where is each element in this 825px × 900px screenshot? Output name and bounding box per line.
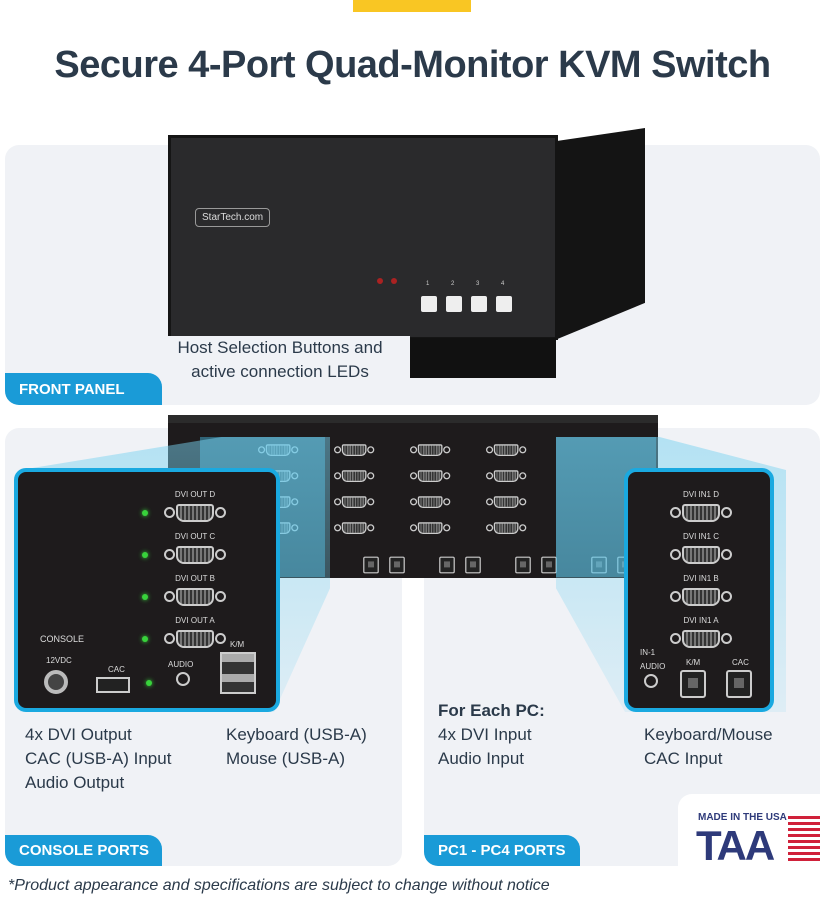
cac-usb-port xyxy=(96,677,130,693)
dvi-port xyxy=(486,469,527,483)
cac-usb-b-port xyxy=(726,670,752,698)
pc-km-label: K/M xyxy=(686,658,701,667)
audio-jack xyxy=(644,674,658,688)
front-caption-line1: Host Selection Buttons and xyxy=(177,338,383,357)
feature-audio-input: Audio Input xyxy=(438,749,525,768)
led-indicator xyxy=(142,636,148,642)
port-label: DVI OUT B xyxy=(175,574,215,583)
usb-b-port xyxy=(389,556,405,574)
host-select-button-3[interactable] xyxy=(471,296,487,312)
dvi-port xyxy=(410,469,451,483)
disclaimer: *Product appearance and specifications a… xyxy=(8,877,550,894)
feature-dvi-output: 4x DVI Output xyxy=(25,725,132,744)
led-indicator xyxy=(377,278,383,284)
dvi-port xyxy=(164,628,226,650)
in-label: IN-1 xyxy=(640,648,656,657)
host-number: 4 xyxy=(501,281,505,287)
feature-cac-input: CAC Input xyxy=(644,749,723,768)
feature-keyboard: Keyboard (USB-A) xyxy=(226,725,367,744)
feature-mouse: Mouse (USB-A) xyxy=(226,749,346,768)
dvi-port xyxy=(334,443,375,457)
feature-cac-input: CAC (USB-A) Input xyxy=(25,749,172,768)
taa-badge: MADE IN THE USA TAA xyxy=(678,794,820,869)
port-label: DVI OUT D xyxy=(174,490,216,499)
led-indicator xyxy=(142,510,148,516)
port-label: DVI OUT C xyxy=(174,532,216,541)
audio-label: AUDIO xyxy=(168,660,194,669)
feature-dvi-input: 4x DVI Input xyxy=(438,725,532,744)
audio-jack xyxy=(176,672,190,686)
dvi-port xyxy=(334,495,375,509)
pc-cac-label: CAC xyxy=(732,658,749,667)
console-ports-zoom: DVI OUT D DVI OUT C DVI OUT B DVI OUT A CON… xyxy=(14,468,280,712)
dvi-port xyxy=(486,521,527,535)
usb-b-port xyxy=(465,556,481,574)
port-label: DVI IN1 D xyxy=(682,490,719,499)
km-usb-b-port xyxy=(680,670,706,698)
dvi-port xyxy=(670,544,732,566)
kvm-side xyxy=(555,128,645,340)
dvi-port xyxy=(670,502,732,524)
feature-audio-output: Audio Output xyxy=(25,773,125,792)
accent-bar xyxy=(353,0,471,12)
console-label: CONSOLE xyxy=(40,634,85,644)
host-select-button-1[interactable] xyxy=(421,296,437,312)
port-label: DVI IN1 B xyxy=(683,574,719,583)
dvi-port xyxy=(164,502,226,524)
feature-keyboard-mouse: Keyboard/Mouse xyxy=(644,725,773,744)
flag-stripes-icon xyxy=(788,816,820,864)
host-select-button-2[interactable] xyxy=(446,296,462,312)
host-number: 2 xyxy=(451,281,455,287)
kvm-front-face: StarTech.com 1 2 3 4 xyxy=(168,135,558,340)
usb-b-port xyxy=(439,556,455,574)
power-label: 12VDC xyxy=(46,656,72,665)
dvi-port xyxy=(334,521,375,535)
console-ports-tab: CONSOLE PORTS xyxy=(5,835,162,866)
front-panel-tab: FRONT PANEL xyxy=(5,373,162,405)
host-select-button-4[interactable] xyxy=(496,296,512,312)
led-indicator xyxy=(146,680,152,686)
port-label: DVI IN1 C xyxy=(682,532,719,541)
port-label: DVI IN1 A xyxy=(683,616,719,625)
dvi-port xyxy=(410,521,451,535)
km-label: K/M xyxy=(230,640,245,649)
pc-heading: For Each PC: xyxy=(438,701,545,720)
usb-b-port xyxy=(363,556,379,574)
led-indicator xyxy=(391,278,397,284)
usb-b-port xyxy=(541,556,557,574)
pc-audio-label: AUDIO xyxy=(640,662,666,671)
usb-b-port xyxy=(515,556,531,574)
km-usb-ports xyxy=(220,652,256,694)
dvi-port xyxy=(670,586,732,608)
dvi-port xyxy=(164,586,226,608)
dvi-port xyxy=(670,628,732,650)
dvi-port xyxy=(410,443,451,457)
cac-label: CAC xyxy=(108,665,125,674)
brand-logo: StarTech.com xyxy=(195,208,271,227)
dvi-port xyxy=(410,495,451,509)
front-caption-line2: active connection LEDs xyxy=(191,362,369,381)
led-indicator xyxy=(142,552,148,558)
host-number: 3 xyxy=(476,281,480,287)
port-label: DVI OUT A xyxy=(175,616,215,625)
made-in-usa-text: MADE IN THE USA xyxy=(698,812,787,823)
page-title: Secure 4-Port Quad-Monitor KVM Switch xyxy=(54,44,771,86)
dvi-port xyxy=(486,495,527,509)
led-indicator xyxy=(142,594,148,600)
host-number: 1 xyxy=(426,281,430,287)
pc-ports-zoom: DVI IN1 D DVI IN1 C DVI IN1 B DVI IN1 A IN-… xyxy=(624,468,774,712)
dvi-port xyxy=(334,469,375,483)
dvi-port xyxy=(164,544,226,566)
pc-ports-tab: PC1 - PC4 PORTS xyxy=(424,835,580,866)
power-jack xyxy=(44,670,68,694)
dvi-port xyxy=(486,443,527,457)
taa-text: TAA xyxy=(696,822,775,869)
